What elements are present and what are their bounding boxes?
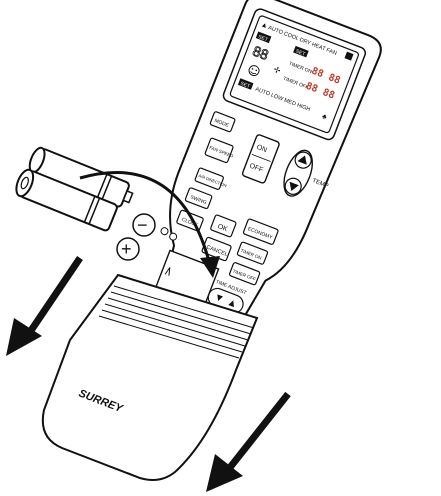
plus-sign: + [121, 239, 132, 259]
battery-icon: − + [13, 146, 155, 260]
minus-sign: − [137, 215, 148, 235]
indicator-circle [160, 227, 169, 236]
